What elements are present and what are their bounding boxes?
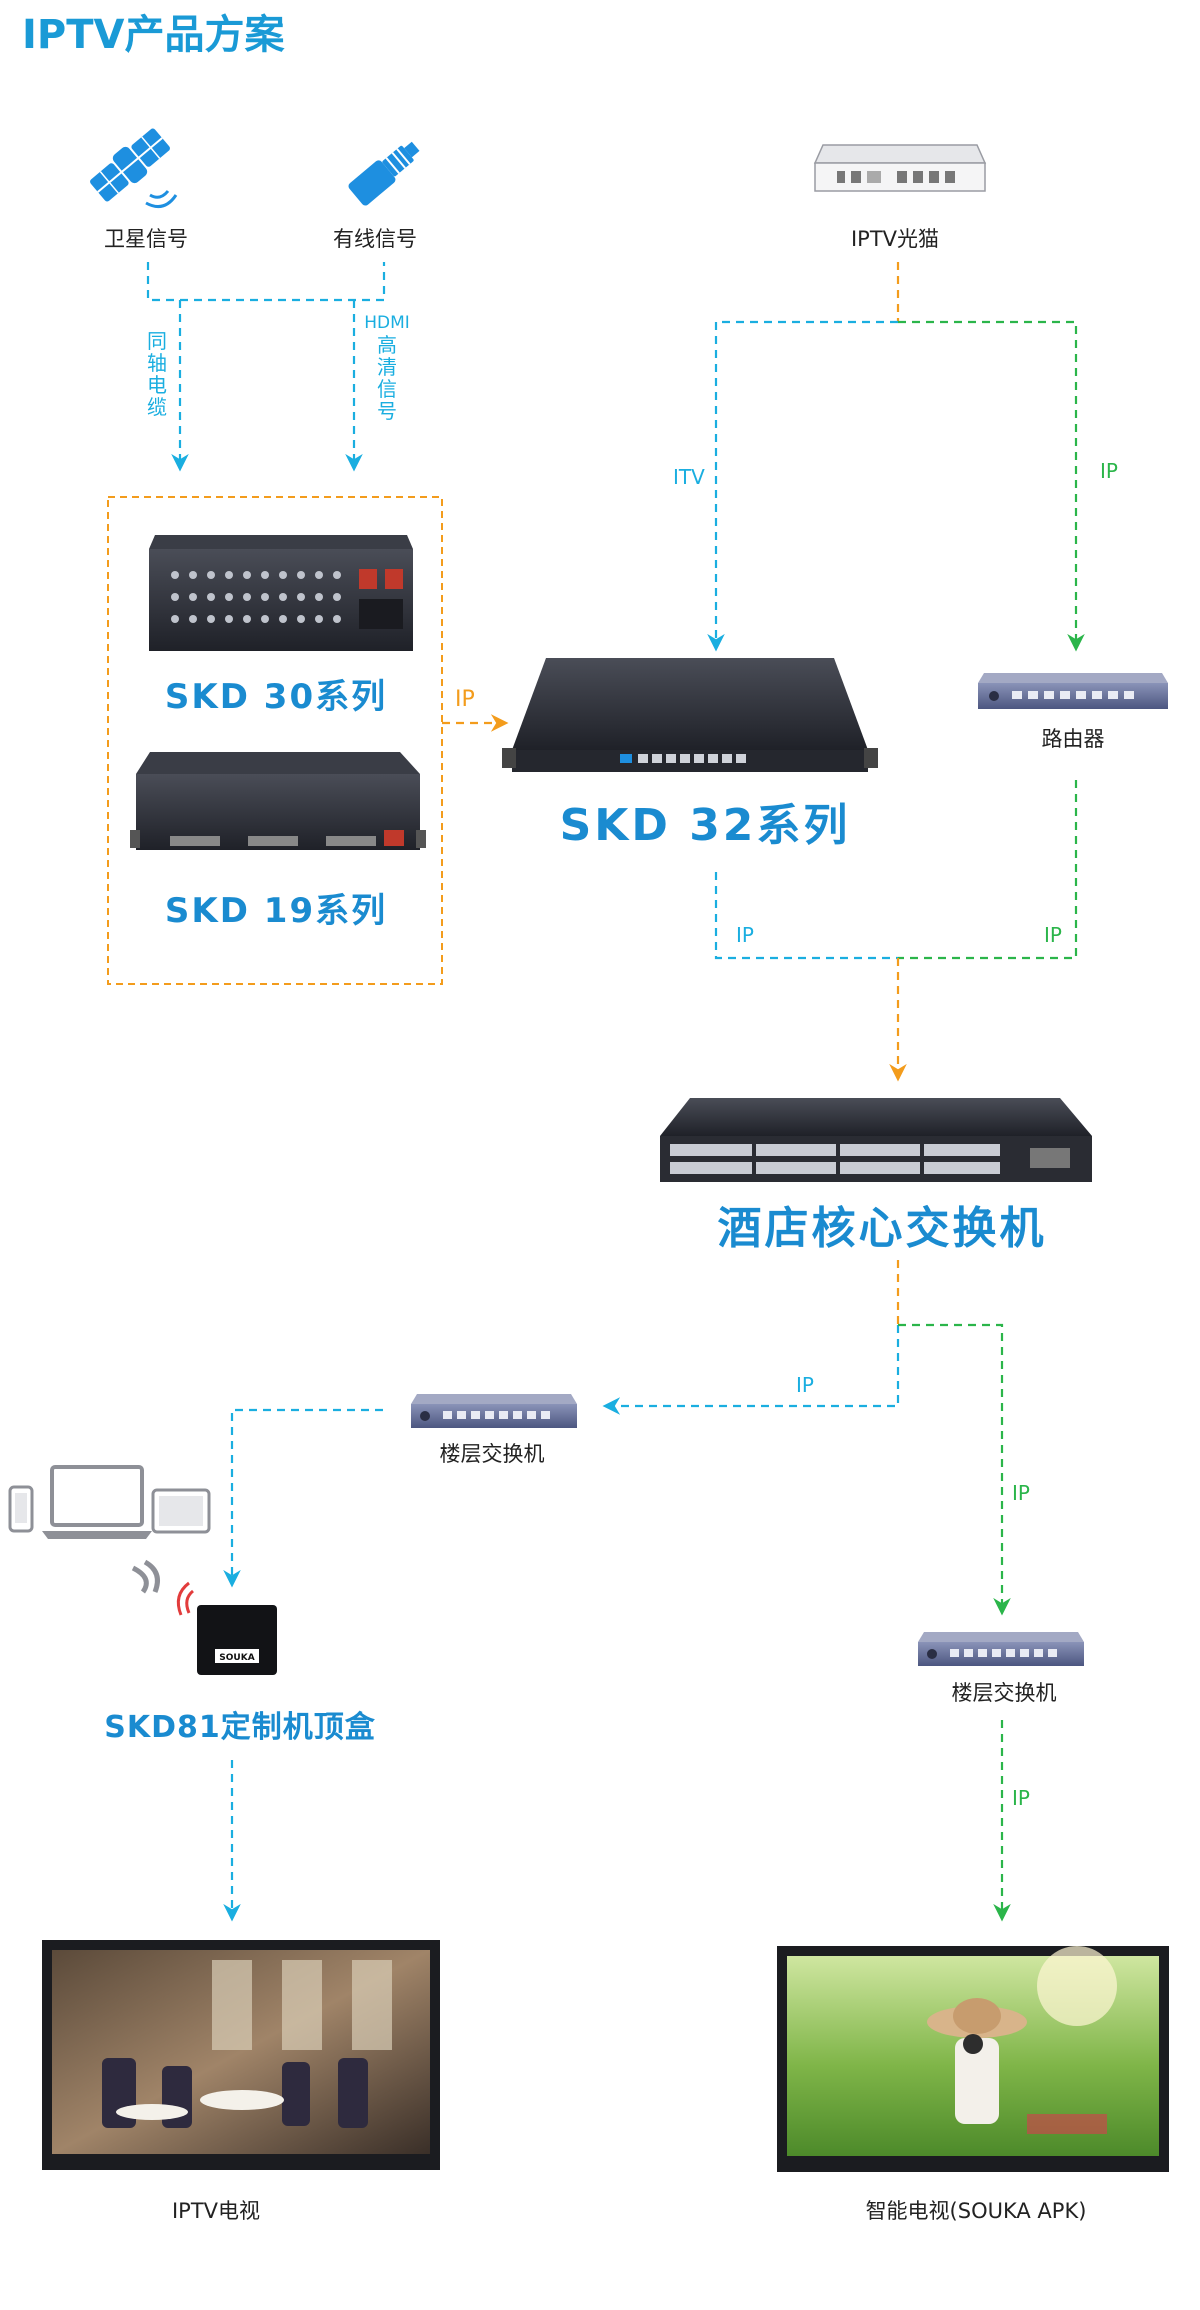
- core-switch-label: 酒店核心交换机: [718, 1203, 1047, 1254]
- router-to-merge-link: [898, 780, 1078, 960]
- coax-char: 缆: [147, 395, 167, 419]
- coax-char: 电: [147, 373, 167, 397]
- hdmi-text: HDMI 高 清 信 号: [364, 313, 410, 423]
- stb-label: SKD81定制机顶盒: [104, 1710, 376, 1745]
- skd30-device: [149, 535, 413, 651]
- router-device: [978, 673, 1168, 709]
- skd32-label: SKD 32系列: [560, 800, 851, 851]
- router-in-ip-label: IP: [1100, 459, 1118, 483]
- source-bus-line: [146, 262, 386, 302]
- laptop-icon: [42, 1465, 152, 1539]
- encoder-ip-label: IP: [455, 687, 475, 712]
- coax-text: 同 轴 电 缆: [147, 329, 167, 419]
- encoder-group-box: [107, 496, 443, 985]
- hdmi-head: HDMI: [364, 313, 410, 333]
- hdmi-char: 高: [377, 333, 397, 357]
- iptv-tv-device: [42, 1940, 440, 2170]
- smart-tv-device: [777, 1946, 1169, 2172]
- core-to-floor-left-link: [602, 1325, 900, 1415]
- iptv-tv-label: IPTV电视: [172, 2199, 260, 2223]
- smart-tv-ip-label: IP: [1012, 1786, 1030, 1810]
- skd32-device: [502, 658, 878, 772]
- cable-icon: [348, 141, 420, 206]
- floor-right-ip-label: IP: [1012, 1481, 1030, 1505]
- floor-switch-left-label: 楼层交换机: [440, 1442, 545, 1466]
- wifi-icon: [131, 1559, 160, 1594]
- satellite-label: 卫星信号: [104, 227, 188, 251]
- floor-switch-right-device: [918, 1632, 1084, 1666]
- router-label: 路由器: [1042, 727, 1105, 751]
- floor-left-to-stb-link: [223, 1408, 383, 1588]
- coax-char: 同: [147, 329, 167, 353]
- skd19-device: [130, 752, 426, 850]
- hdmi-char: 号: [377, 399, 397, 423]
- core-switch-device: [660, 1098, 1092, 1182]
- skd32-out-ip-label: IP: [736, 923, 754, 947]
- phone-icon: [8, 1485, 34, 1533]
- router-out-ip-label: IP: [1044, 923, 1062, 947]
- modem-to-router-link: [898, 320, 1085, 652]
- floor-left-ip-label: IP: [796, 1373, 814, 1397]
- tablet-icon: [151, 1488, 211, 1534]
- page-title: IPTV产品方案: [22, 12, 285, 58]
- stb-device: SOUKA: [176, 1581, 277, 1675]
- hdmi-char: 清: [377, 355, 397, 379]
- cable-label: 有线信号: [333, 227, 417, 251]
- smart-tv-label: 智能电视(SOUKA APK): [866, 2199, 1087, 2223]
- skd30-label: SKD 30系列: [165, 677, 387, 717]
- optical-modem-device: [813, 144, 987, 192]
- optical-modem-label: IPTV光猫: [851, 227, 939, 251]
- stb-badge: SOUKA: [219, 1653, 254, 1663]
- skd32-to-merge-link: [714, 872, 898, 960]
- hdmi-char: 信: [377, 377, 397, 401]
- coax-char: 轴: [147, 351, 167, 375]
- satellite-icon: [90, 128, 178, 209]
- skd19-label: SKD 19系列: [165, 891, 387, 931]
- core-to-floor-right-link: [898, 1323, 1011, 1616]
- itv-label: ITV: [673, 465, 705, 489]
- modem-to-skd32-link: [707, 320, 898, 652]
- floor-switch-left-device: [411, 1394, 577, 1428]
- floor-switch-right-label: 楼层交换机: [952, 1681, 1057, 1705]
